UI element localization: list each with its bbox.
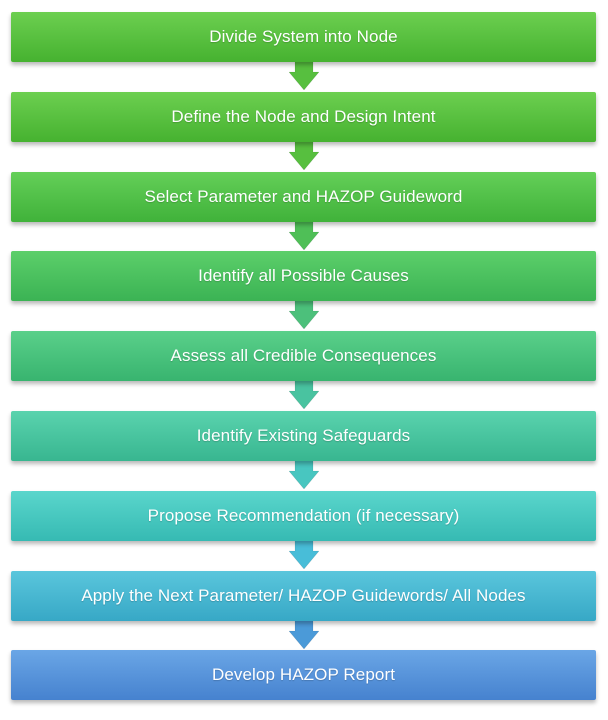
process-step-3: Select Parameter and HAZOP Guideword [11,172,596,222]
process-step-1: Divide System into Node [11,12,596,62]
process-step-label: Apply the Next Parameter/ HAZOP Guidewor… [81,586,526,605]
process-step-5: Assess all Credible Consequences [11,331,596,381]
process-step-label: Identify Existing Safeguards [196,426,411,445]
process-step-label: Propose Recommendation (if necessary) [147,506,460,525]
process-step-label: Divide System into Node [209,27,398,46]
process-step-label: Develop HAZOP Report [211,665,396,684]
process-step-9: Develop HAZOP Report [11,650,596,700]
process-step-label: Identify all Possible Causes [198,266,409,285]
process-step-label: Define the Node and Design Intent [171,107,436,126]
process-step-8: Apply the Next Parameter/ HAZOP Guidewor… [11,571,596,621]
process-step-6: Identify Existing Safeguards [11,411,596,461]
process-step-7: Propose Recommendation (if necessary) [11,491,596,541]
process-step-2: Define the Node and Design Intent [11,92,596,142]
process-step-label: Select Parameter and HAZOP Guideword [144,187,463,206]
process-step-label: Assess all Credible Consequences [170,346,437,365]
process-step-4: Identify all Possible Causes [11,251,596,301]
